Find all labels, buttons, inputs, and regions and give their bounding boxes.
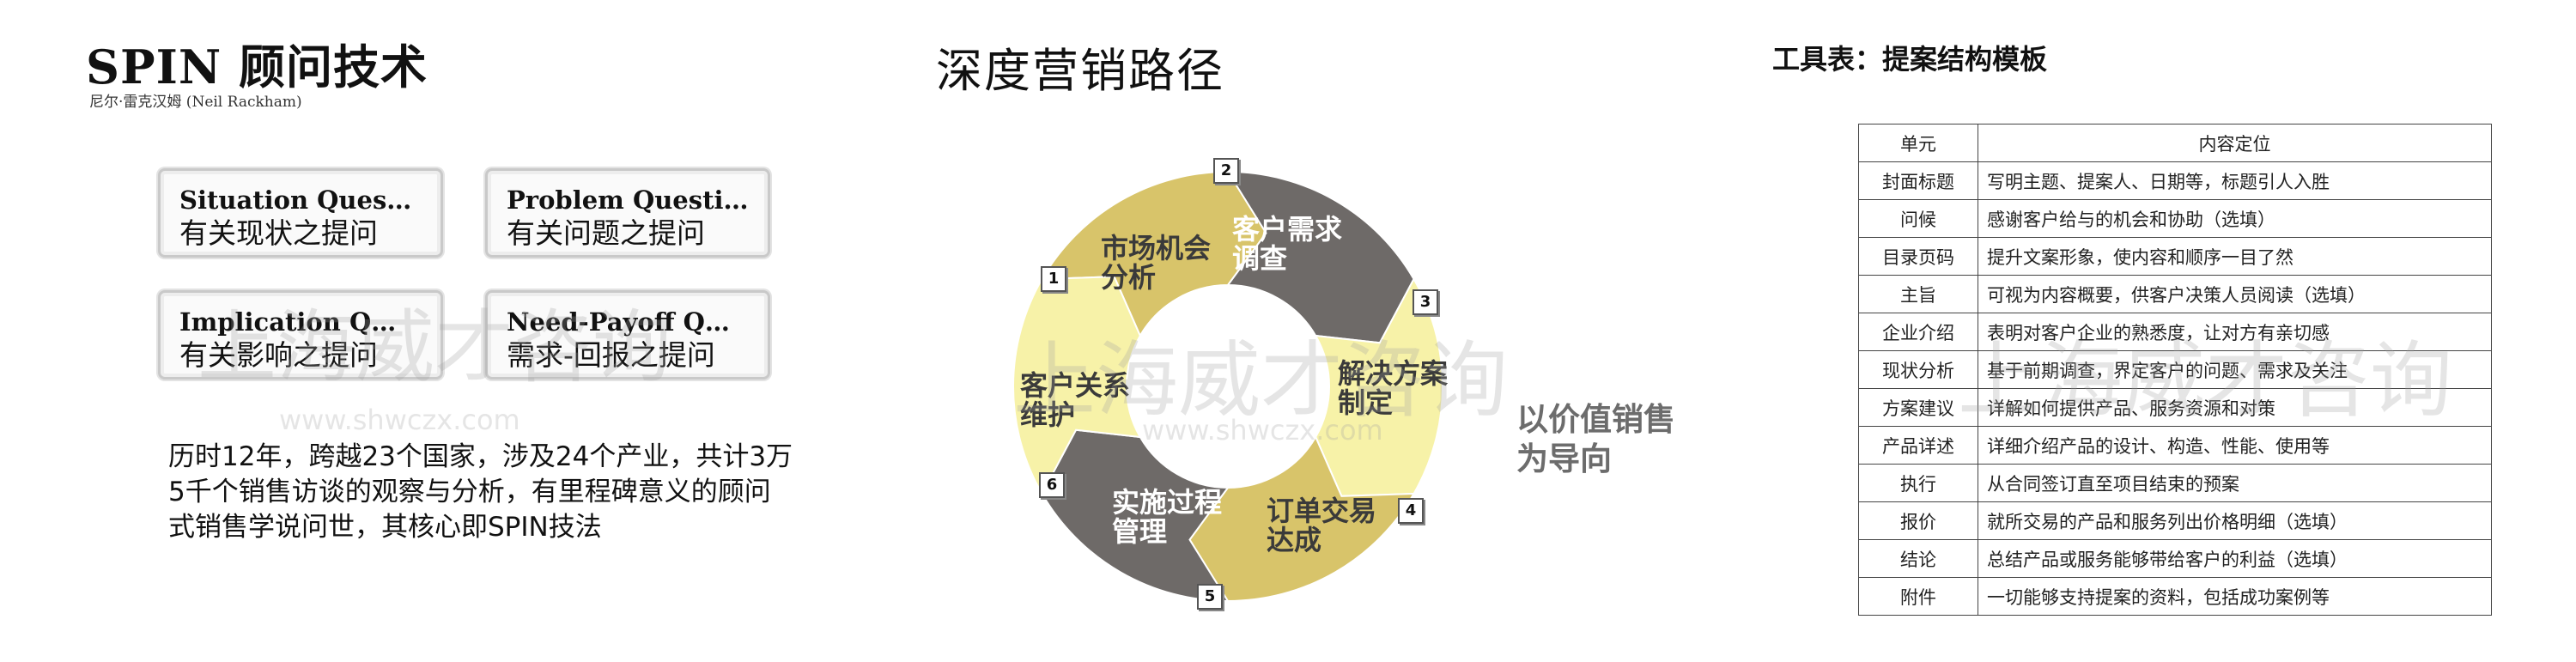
unit-cell: 执行	[1858, 464, 1978, 502]
unit-cell: 附件	[1858, 577, 1978, 616]
problem-question-box: Problem Question 有关问题之提问	[485, 168, 770, 258]
box-en-label: Implication Q…	[179, 307, 397, 337]
content-cell: 提升文案形象，使内容和顺序一目了然	[1978, 237, 2492, 276]
header-unit: 单元	[1858, 124, 1978, 162]
table-row: 执行从合同签订直至项目结束的预案	[1858, 464, 2492, 502]
spin-subtitle: 尼尔·雷克汉姆 (Neil Rackham)	[89, 94, 302, 111]
box-zh-label: 有关现状之提问	[179, 216, 378, 250]
step-number-6: 6	[1039, 472, 1065, 498]
table-row: 方案建议详解如何提供产品、服务资源和对策	[1858, 388, 2492, 427]
segment-label-6: 客户关系维护	[1020, 369, 1131, 431]
box-zh-label: 有关影响之提问	[179, 338, 378, 372]
content-cell: 写明主题、提案人、日期等，标题引人入胜	[1978, 161, 2492, 200]
content-cell: 总结产品或服务能够带给客户的利益（选填）	[1978, 539, 2492, 578]
unit-cell: 结论	[1858, 539, 1978, 578]
watermark-url: www.shwczx.com	[279, 404, 520, 436]
content-cell: 基于前期调查，界定客户的问题、需求及关注	[1978, 350, 2492, 389]
step-number-2: 2	[1213, 158, 1239, 184]
unit-cell: 企业介绍	[1858, 313, 1978, 351]
box-zh-label: 有关问题之提问	[507, 216, 705, 250]
content-cell: 可视为内容概要，供客户决策人员阅读（选填）	[1978, 275, 2492, 313]
table-header-row: 单元 内容定位	[1858, 124, 2492, 162]
spin-description: 历时12年，跨越23个国家，涉及24个产业，共计3万5千个销售访谈的观察与分析，…	[168, 441, 793, 543]
table-row: 结论总结产品或服务能够带给客户的利益（选填）	[1858, 539, 2492, 578]
box-en-label: Situation Question	[179, 185, 422, 215]
marketing-cycle-diagram: 客户需求调查 市场机会分析 解决方案制定 订单交易达成 实施过程管理 客户关系维…	[987, 146, 1468, 627]
segment-label-2: 客户需求调查	[1232, 213, 1343, 275]
table-row: 产品详述详细介绍产品的设计、构造、性能、使用等	[1858, 426, 2492, 465]
implication-question-box: Implication Q… 有关影响之提问	[158, 290, 443, 380]
table-row: 主旨可视为内容概要，供客户决策人员阅读（选填）	[1858, 275, 2492, 313]
table-row: 封面标题写明主题、提案人、日期等，标题引人入胜	[1858, 161, 2492, 200]
step-number-4: 4	[1398, 498, 1424, 524]
unit-cell: 问候	[1858, 199, 1978, 238]
spin-title: SPIN 顾问技术	[86, 39, 428, 94]
table-row: 企业介绍表明对客户企业的熟悉度，让对方有亲切感	[1858, 313, 2492, 351]
box-en-label: Need-Payoff Q…	[507, 307, 730, 337]
step-number-5: 5	[1197, 584, 1223, 610]
table-row: 目录页码提升文案形象，使内容和顺序一目了然	[1858, 237, 2492, 276]
content-cell: 感谢客户给与的机会和协助（选填）	[1978, 199, 2492, 238]
table-row: 报价就所交易的产品和服务列出价格明细（选填）	[1858, 501, 2492, 540]
segment-label-3: 解决方案制定	[1338, 357, 1449, 419]
step-number-1: 1	[1041, 266, 1066, 292]
segment-label-5: 实施过程管理	[1112, 486, 1223, 548]
content-cell: 详细介绍产品的设计、构造、性能、使用等	[1978, 426, 2492, 465]
segment-label-1: 市场机会分析	[1101, 232, 1212, 294]
content-cell: 就所交易的产品和服务列出价格明细（选填）	[1978, 501, 2492, 540]
unit-cell: 报价	[1858, 501, 1978, 540]
unit-cell: 目录页码	[1858, 237, 1978, 276]
header-content: 内容定位	[1978, 124, 2492, 162]
situation-question-box: Situation Question 有关现状之提问	[158, 168, 443, 258]
table-row: 现状分析基于前期调查，界定客户的问题、需求及关注	[1858, 350, 2492, 389]
tool-table-title: 工具表：提案结构模板	[1772, 43, 2048, 76]
unit-cell: 产品详述	[1858, 426, 1978, 465]
unit-cell: 主旨	[1858, 275, 1978, 313]
unit-cell: 方案建议	[1858, 388, 1978, 427]
content-cell: 从合同签订直至项目结束的预案	[1978, 464, 2492, 502]
unit-cell: 封面标题	[1858, 161, 1978, 200]
step-number-3: 3	[1413, 289, 1438, 315]
content-cell: 详解如何提供产品、服务资源和对策	[1978, 388, 2492, 427]
value-selling-label: 以价值销售 为导向	[1516, 401, 1675, 477]
content-cell: 一切能够支持提案的资料，包括成功案例等	[1978, 577, 2492, 616]
segment-label-4: 订单交易达成	[1267, 495, 1377, 556]
need-payoff-question-box: Need-Payoff Q… 需求-回报之提问	[485, 290, 770, 380]
table-row: 问候感谢客户给与的机会和协助（选填）	[1858, 199, 2492, 238]
unit-cell: 现状分析	[1858, 350, 1978, 389]
marketing-path-title: 深度营销路径	[936, 44, 1224, 98]
table-row: 附件一切能够支持提案的资料，包括成功案例等	[1858, 577, 2492, 616]
cycle-ring	[1012, 170, 1443, 603]
box-zh-label: 需求-回报之提问	[507, 338, 715, 372]
proposal-template-table: 单元 内容定位 封面标题写明主题、提案人、日期等，标题引人入胜 问候感谢客户给与…	[1858, 124, 2492, 616]
content-cell: 表明对客户企业的熟悉度，让对方有亲切感	[1978, 313, 2492, 351]
box-en-label: Problem Question	[507, 185, 749, 215]
